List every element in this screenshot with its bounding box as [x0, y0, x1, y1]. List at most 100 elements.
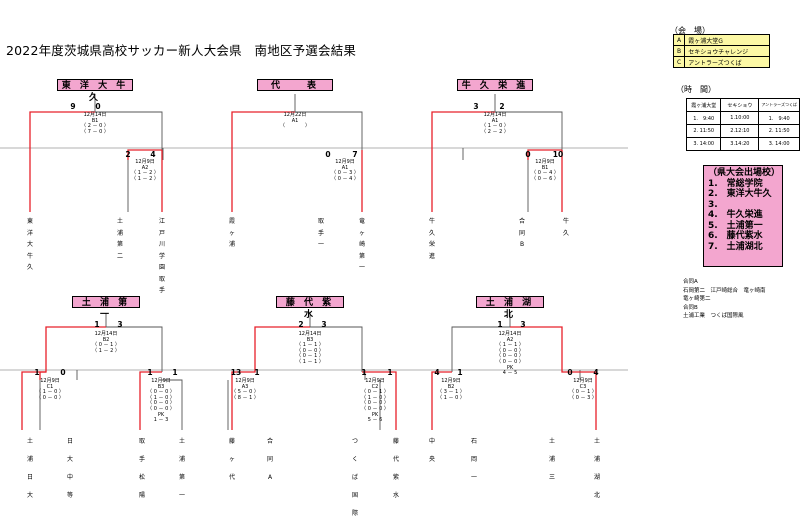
- team-name: 合同 A: [265, 433, 275, 487]
- team-name-char: 陽: [138, 492, 145, 499]
- score-label: 13: [230, 368, 242, 377]
- score-label: 1: [147, 368, 153, 377]
- team-name-char: ヶ: [358, 229, 365, 237]
- team-name-char: 一: [178, 492, 185, 499]
- score-label: 0: [95, 102, 101, 111]
- team-name: 竜ヶ崎第一: [357, 216, 367, 274]
- venue-name: アントラーズつくば: [684, 56, 771, 68]
- team-name-char: 久: [428, 229, 435, 237]
- score-label: 1: [34, 368, 40, 377]
- time-cell: 3.14:20: [720, 137, 760, 151]
- qualifier-item: 6. 藤代紫水: [708, 231, 763, 241]
- score-label: 2: [125, 150, 131, 159]
- team-name-char: 浦: [593, 456, 600, 463]
- team-name-char: 東: [26, 218, 33, 225]
- team-name-char: 浦: [116, 229, 123, 237]
- team-name-char: 合: [266, 438, 273, 445]
- team-name-char: 土: [26, 438, 33, 445]
- team-name-char: 竜: [358, 218, 365, 225]
- team-name-char: 日: [26, 474, 33, 481]
- time-cell: 1. 9:40: [758, 111, 800, 125]
- score-label: 9: [70, 102, 76, 111]
- venue-code: C: [672, 56, 686, 68]
- score-label: 1: [457, 368, 463, 377]
- team-name-char: B: [519, 241, 525, 248]
- team-name-char: 松: [138, 474, 145, 481]
- team-name: 牛久: [561, 216, 571, 239]
- team-name-char: 土: [116, 218, 123, 225]
- team-name-char: 水: [392, 492, 399, 499]
- qualifiers-heading: （県大会出場校）: [708, 168, 781, 178]
- team-name-char: 土: [548, 438, 555, 445]
- score-label: 0: [567, 368, 573, 377]
- qualifier-item: 4. 牛久栄進: [708, 210, 763, 220]
- team-name-char: 牛: [562, 218, 569, 225]
- team-name-char: 浦: [228, 241, 235, 248]
- team-name: 取手松陽: [137, 433, 147, 505]
- team-name-char: 紫: [392, 474, 399, 481]
- team-name-char: 手: [317, 229, 324, 237]
- time-cell: 3. 14:00: [758, 137, 800, 151]
- team-name: 土浦第二: [115, 216, 125, 262]
- team-name-char: 久: [26, 264, 33, 271]
- team-name-char: 大: [66, 456, 73, 463]
- team-name-char: 第: [116, 241, 123, 248]
- team-name-char: 大: [26, 241, 33, 248]
- team-name-char: 栄: [428, 241, 435, 248]
- team-name: 日大中等: [65, 433, 75, 505]
- team-name: 土浦三: [547, 433, 557, 487]
- team-name-char: 国: [351, 492, 358, 499]
- team-name: 霞ヶ浦: [227, 216, 237, 251]
- team-name-char: 浦: [548, 456, 555, 463]
- team-name: 藤ヶ代: [227, 433, 237, 487]
- note-line: 合同B: [683, 304, 698, 311]
- team-name-char: 大: [26, 492, 33, 499]
- team-name-char: 第: [358, 252, 365, 260]
- team-name-char: 二: [116, 252, 123, 260]
- team-name-char: 藤: [228, 438, 235, 445]
- score-label: 1: [387, 368, 393, 377]
- team-name-char: 等: [66, 492, 73, 499]
- score-label: 1: [497, 320, 503, 329]
- score-label: 3: [321, 320, 327, 329]
- team-name: つくば国際: [350, 433, 360, 523]
- score-label: 0: [525, 150, 531, 159]
- score-label: 7: [352, 150, 358, 159]
- bracket-lines: [0, 94, 628, 430]
- team-name-char: 一: [317, 241, 324, 248]
- team-name-char: 同: [266, 456, 273, 463]
- score-label: 4: [150, 150, 156, 159]
- team-name-char: 一: [470, 474, 477, 481]
- winner-box-block-4: 土 浦 第 一: [72, 296, 140, 320]
- qualifier-item: 1. 常総学院: [708, 178, 763, 189]
- venue-code: B: [672, 45, 686, 57]
- page-title: 2022年度茨城県高校サッカー新人大会県 南地区予選会結果: [6, 43, 357, 58]
- venue-name: セキショウチャレンジ: [684, 45, 771, 57]
- time-cell: 2. 11:50: [685, 124, 722, 138]
- team-name-char: 川: [158, 241, 165, 248]
- qualifiers-box: （県大会出場校） 1. 常総学院 2. 東洋大牛久 3. 4. 牛久栄進 5. …: [703, 165, 783, 267]
- team-name-char: A: [267, 474, 273, 481]
- score-label: 3: [520, 320, 526, 329]
- team-name-char: 取: [317, 218, 324, 225]
- score-label: 1: [361, 368, 367, 377]
- joint-team-notes: 合同A 石岡第二 江戸崎総合 竜ヶ崎南 竜ヶ崎第二 合同B 土浦工業 つくば国際…: [683, 278, 766, 321]
- score-label: 3: [473, 102, 479, 111]
- note-line: 合同A: [683, 279, 698, 285]
- winner-box-block-6: 土 浦 湖 北: [476, 296, 544, 320]
- team-name-char: 中: [428, 438, 435, 445]
- note-line: 石岡第二 江戸崎総合 竜ヶ崎南: [683, 287, 766, 294]
- team-name-char: 央: [428, 456, 435, 463]
- team-name-char: 手: [138, 456, 145, 463]
